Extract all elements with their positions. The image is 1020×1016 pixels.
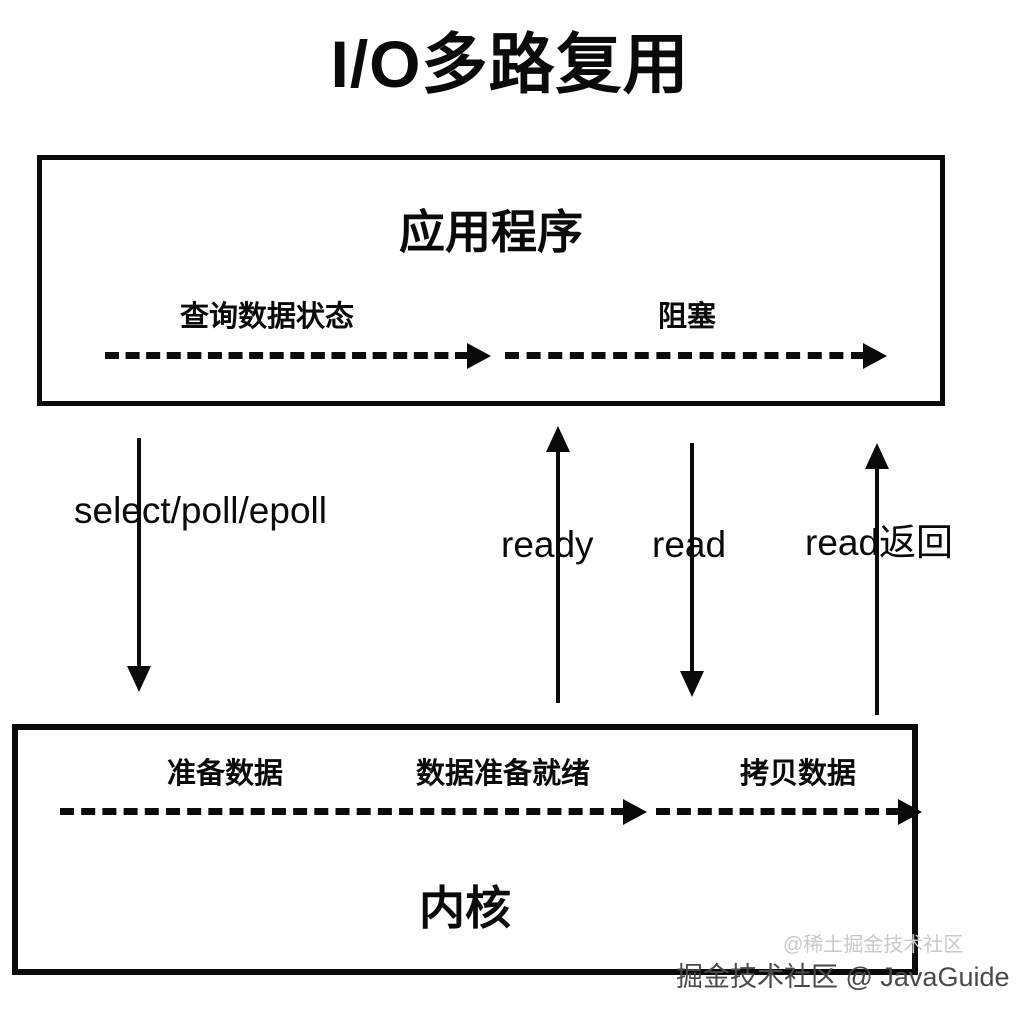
arrow-shaft <box>656 808 900 815</box>
app-flow-label-blocking: 阻塞 <box>657 301 716 333</box>
arrow-head <box>865 443 889 469</box>
kernel-flow-arrow-copy-data <box>656 798 922 825</box>
arrow-head <box>623 798 647 825</box>
connection-label-read-return: read返回 <box>805 522 954 563</box>
watermark-juejin: @稀土掘金技术社区 <box>783 934 964 956</box>
connection-label-read: read <box>652 524 727 565</box>
connection-label-ready: ready <box>501 524 594 565</box>
watermark-javaguide: 掘金技术社区 @ JavaGuide <box>676 962 1010 992</box>
app-flow-arrow-blocking <box>505 342 887 369</box>
connection-arrow-ready <box>545 426 571 703</box>
connection-arrow-select-poll-epoll <box>126 438 152 692</box>
connection-arrow-read <box>679 443 705 697</box>
app-flow-label-query-data-status: 查询数据状态 <box>179 301 354 333</box>
kernel-flow-arrow-prepare-data <box>60 798 647 825</box>
arrow-shaft <box>556 448 560 703</box>
application-box-title: 应用程序 <box>399 206 583 258</box>
arrow-head <box>546 426 570 452</box>
arrow-head <box>863 342 887 369</box>
kernel-box-title: 内核 <box>419 882 511 934</box>
kernel-flow-label-prepare-data: 准备数据 <box>166 758 283 790</box>
kernel-flow-label-copy-data: 拷贝数据 <box>739 758 856 790</box>
app-flow-arrow-query-data-status <box>105 342 491 369</box>
arrow-shaft <box>105 352 469 359</box>
arrow-shaft <box>875 465 879 715</box>
arrow-shaft <box>60 808 625 815</box>
arrow-shaft <box>137 438 141 670</box>
arrow-head <box>898 798 922 825</box>
arrow-shaft <box>505 352 865 359</box>
connection-arrow-read-return <box>864 443 890 715</box>
application-box: 应用程序 查询数据状态 阻塞 <box>37 155 945 406</box>
kernel-flow-label-data-ready: 数据准备就绪 <box>415 758 590 790</box>
arrow-head <box>467 342 491 369</box>
arrow-head <box>680 671 704 697</box>
kernel-box: 内核 准备数据 数据准备就绪 拷贝数据 <box>12 724 922 975</box>
page-title: I/O多路复用 <box>330 27 690 101</box>
connection-label-select-poll-epoll: select/poll/epoll <box>74 490 327 531</box>
arrow-shaft <box>690 443 694 675</box>
arrow-head <box>127 666 151 692</box>
